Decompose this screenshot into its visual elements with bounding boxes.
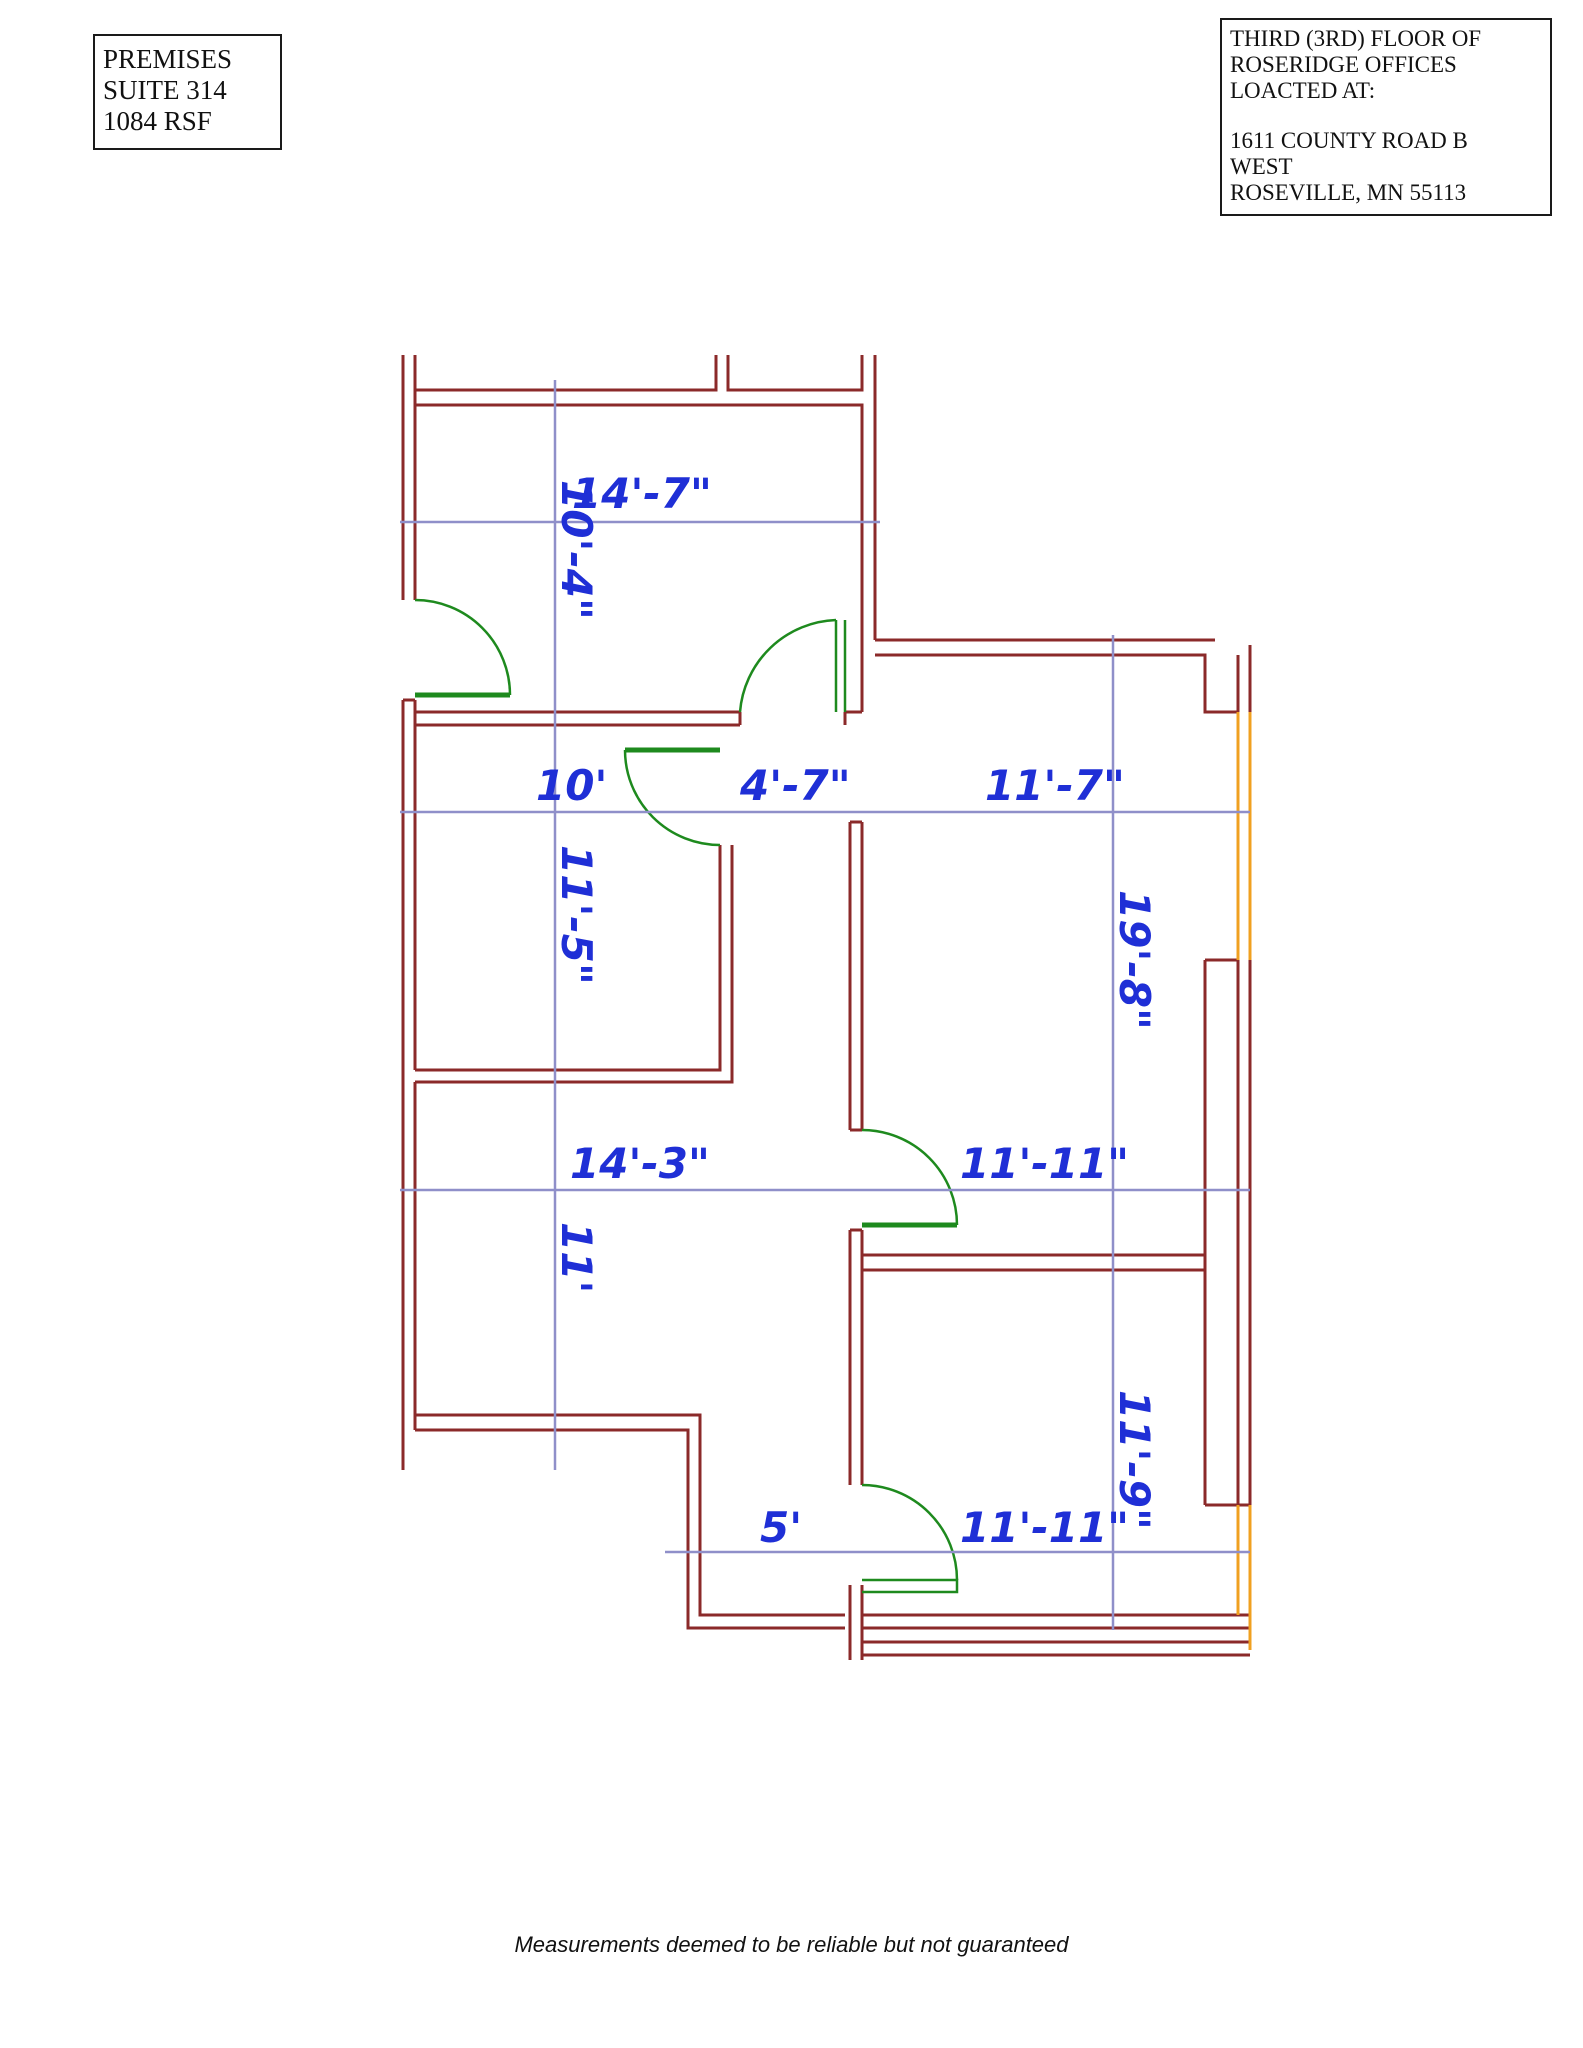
dim-hall-width: 4'-7" (739, 761, 851, 810)
dimension-labels: 14'-7" 10'-4" 10' 4'-7" 11'-7" 19'-8" 11… (536, 469, 1159, 1552)
dim-bottom-hall-width: 5' (760, 1503, 802, 1552)
dim-right-office-width: 11'-7" (985, 761, 1125, 810)
address-street: 1611 COUNTY ROAD B (1230, 128, 1468, 153)
address-street-suffix: WEST (1230, 154, 1293, 179)
dim-reception-width: 14'-3" (570, 1139, 710, 1188)
dim-right-office-height: 19'-8" (1110, 890, 1159, 1030)
dim-left-mid-height: 11'-5" (552, 845, 601, 985)
doors (414, 598, 959, 1594)
dim-bottom-right-width: 11'-11" (960, 1503, 1129, 1552)
disclaimer-note: Measurements deemed to be reliable but n… (514, 1932, 1069, 1957)
dim-bottom-right-height: 11'-9" (1110, 1390, 1159, 1530)
building-name: ROSERIDGE OFFICES (1230, 52, 1457, 77)
premises-title: PREMISES (103, 44, 233, 74)
rentable-square-feet: 1084 RSF (103, 106, 212, 136)
floor-line: THIRD (3RD) FLOOR OF (1230, 26, 1482, 51)
premises-box: PREMISES SUITE 314 1084 RSF (93, 34, 282, 150)
windows (1236, 712, 1252, 1650)
location-box: THIRD (3RD) FLOOR OF ROSERIDGE OFFICES L… (1220, 18, 1552, 216)
suite-number: SUITE 314 (103, 75, 227, 105)
dim-middle-right-width: 11'-11" (960, 1139, 1129, 1188)
dim-top-room-height: 10'-4" (552, 480, 601, 620)
dimension-lines (400, 380, 1250, 1630)
dim-reception-height: 11' (552, 1222, 601, 1293)
dim-left-mid-width: 10' (536, 761, 607, 810)
located-at-label: LOACTED AT: (1230, 78, 1376, 103)
dim-top-room-width: 14'-7" (572, 469, 712, 518)
address-city: ROSEVILLE, MN 55113 (1230, 180, 1467, 205)
